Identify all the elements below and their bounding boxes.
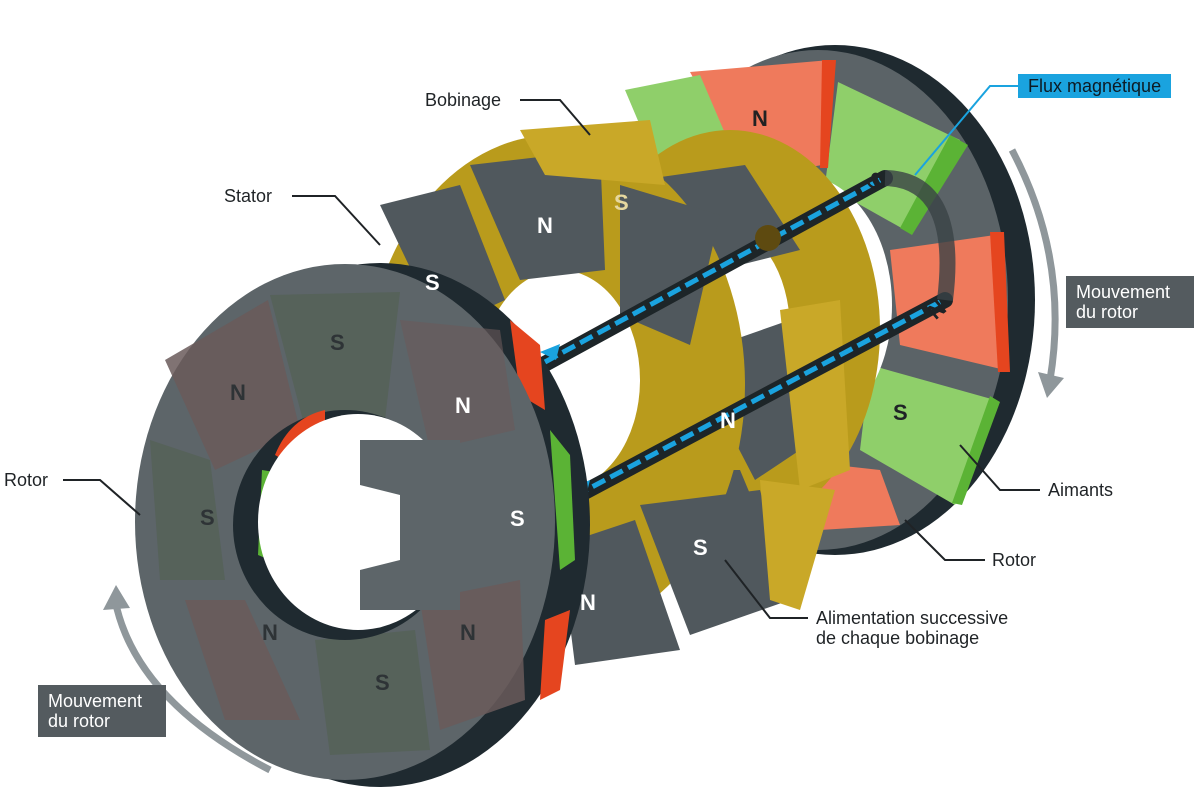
left-rotor-edge-red-bottom [540, 610, 570, 700]
movement-arrowhead-right [1038, 372, 1064, 398]
pole-stator-2: S [425, 270, 440, 295]
pole-right-rotor-0: N [752, 106, 768, 131]
coil-highlight-top [520, 120, 665, 185]
stator-tooth-n-bottom [560, 520, 680, 665]
left-magnet-n-bottom-left [185, 600, 300, 720]
pole-stator-7: N [580, 590, 596, 615]
movement-label-right-line2: du rotor [1076, 302, 1139, 322]
pole-left-rotor-5: S [375, 670, 390, 695]
stator-tooth-s-bottom-right [640, 490, 790, 635]
magnet-s-bottom-right [860, 365, 995, 505]
leader-alimentation [724, 559, 808, 619]
leader-bobinage [520, 99, 591, 136]
movement-label-left: Mouvement du rotor [38, 685, 166, 737]
pole-left-rotor-4: N [460, 620, 476, 645]
label-rotor-right: Rotor [992, 550, 1037, 570]
label-alimentation-line2: de chaque bobinage [816, 628, 980, 648]
leader-rotor-left [63, 479, 141, 516]
label-rotor-left: Rotor [4, 470, 49, 490]
leader-rotor-right [904, 519, 985, 561]
magnet-edge-green-br [952, 396, 1000, 505]
pole-stator-6: S [693, 535, 708, 560]
flux-arrowhead-upper [540, 344, 560, 360]
left-magnet-n-bottom-right [420, 580, 525, 730]
stator-tooth-n-top [470, 150, 605, 280]
magnet-edge-red [820, 60, 836, 168]
magnet-edge-red-right [990, 232, 1010, 372]
movement-label-right-line1: Mouvement [1076, 282, 1171, 302]
label-flux-magnetique: Flux magnétique [1018, 74, 1172, 98]
pole-right-rotor-3: S [893, 400, 908, 425]
leader-flux [914, 85, 1018, 176]
pole-stator-3: N [455, 393, 471, 418]
label-stator: Stator [224, 186, 273, 206]
left-magnet-n-upper [165, 300, 300, 470]
pole-left-rotor-1: S [330, 330, 345, 355]
leader-stator [292, 195, 381, 246]
flux-line-upper [543, 177, 882, 365]
flux-junction [755, 225, 781, 251]
pole-left-rotor-3: N [262, 620, 278, 645]
left-rotor-edge-red [510, 320, 545, 410]
pole-left-rotor-2: S [200, 505, 215, 530]
movement-arrowhead-left [103, 585, 130, 610]
coil-highlight-bottom [760, 480, 835, 610]
flux-line-lower [573, 299, 942, 499]
pole-stator-4: S [510, 506, 525, 531]
label-bobinage: Bobinage [425, 90, 502, 110]
left-rotor-edge-green [550, 430, 575, 570]
pole-stator-5: N [720, 408, 736, 433]
label-alimentation-line1: Alimentation successive [816, 608, 1009, 628]
magnet-n-top [690, 60, 830, 178]
left-magnet-upper-right [400, 320, 515, 450]
left-rotor-key [360, 440, 460, 610]
movement-label-left-line2: du rotor [48, 711, 111, 731]
movement-label-right: Mouvement du rotor [1066, 276, 1194, 328]
movement-label-left-line1: Mouvement [48, 691, 143, 711]
magnet-edge-green [900, 135, 968, 235]
left-magnet-s-left [150, 440, 225, 580]
pole-left-rotor-0: N [230, 380, 246, 405]
flux-loop-right [884, 170, 956, 301]
left-magnet-s-bottom [315, 630, 430, 755]
movement-arrow-right [1008, 148, 1059, 381]
left-magnet-s-upper [270, 292, 400, 428]
pole-stator-0: N [537, 213, 553, 238]
pole-stator-1: S [614, 190, 629, 215]
label-alimentation: Alimentation successive de chaque bobina… [816, 608, 1008, 648]
label-aimants: Aimants [1048, 480, 1114, 500]
leader-aimants [959, 444, 1040, 491]
leader-lines [63, 85, 1040, 619]
coil-highlight-right [780, 300, 850, 490]
left-rotor [135, 263, 590, 787]
